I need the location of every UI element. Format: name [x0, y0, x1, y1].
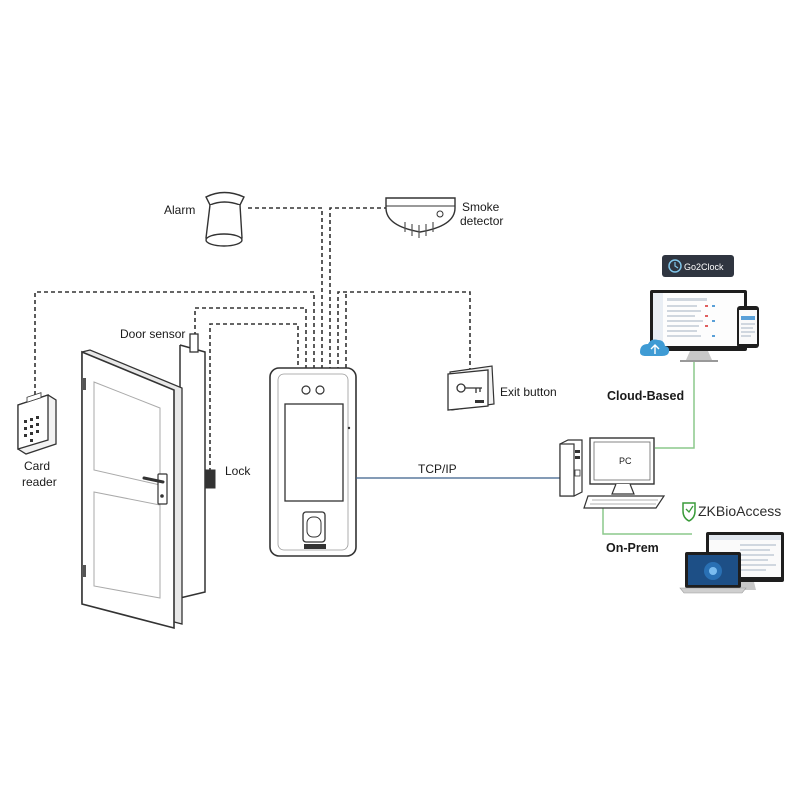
- card-reader-icon: [17, 392, 57, 455]
- pc-icon: [559, 437, 666, 509]
- go2clock-logo: [662, 255, 734, 277]
- cloud-monitor-icon: [650, 290, 747, 362]
- lock-icon: [205, 469, 216, 489]
- go2clock-logo-text: Go2Clock: [684, 262, 724, 272]
- smoke-detector-label-2: detector: [460, 214, 503, 228]
- card-reader-label-2: reader: [22, 475, 57, 489]
- access-terminal-device: [269, 367, 357, 557]
- door-sensor-label: Door sensor: [120, 327, 185, 341]
- door-sensor-icon: [189, 333, 199, 353]
- alarm-icon: [205, 191, 245, 247]
- cloud-phone-icon: [737, 306, 759, 348]
- onprem-laptop-icon: [679, 552, 747, 594]
- zkbioaccess-logo: [682, 502, 696, 522]
- network-links: [602, 360, 695, 535]
- zkbioaccess-logo-text: ZKBioAccess: [698, 503, 781, 519]
- wire-alarm: [248, 207, 323, 368]
- wire-door-sensor: [194, 307, 307, 368]
- wiring-lines: [34, 207, 471, 472]
- wire-card-reader: [34, 291, 315, 395]
- door-icon: [81, 344, 206, 630]
- pc-label: PC: [619, 456, 632, 466]
- lock-label: Lock: [225, 464, 251, 478]
- smoke-detector-icon: [385, 197, 456, 238]
- card-reader-label-1: Card: [24, 459, 50, 473]
- tcp-ip-label: TCP/IP: [418, 462, 457, 476]
- cloud-based-label: Cloud-Based: [607, 389, 684, 403]
- exit-button-label: Exit button: [500, 385, 557, 399]
- wire-exit-button: [337, 291, 471, 372]
- smoke-detector-label-1: Smoke: [462, 200, 500, 214]
- on-prem-label: On-Prem: [606, 541, 659, 555]
- cloud-upload-icon: [640, 339, 670, 356]
- exit-button-icon: [447, 365, 495, 411]
- alarm-label: Alarm: [164, 203, 195, 217]
- wire-smoke-detector: [329, 207, 388, 368]
- wire-lock: [209, 323, 299, 472]
